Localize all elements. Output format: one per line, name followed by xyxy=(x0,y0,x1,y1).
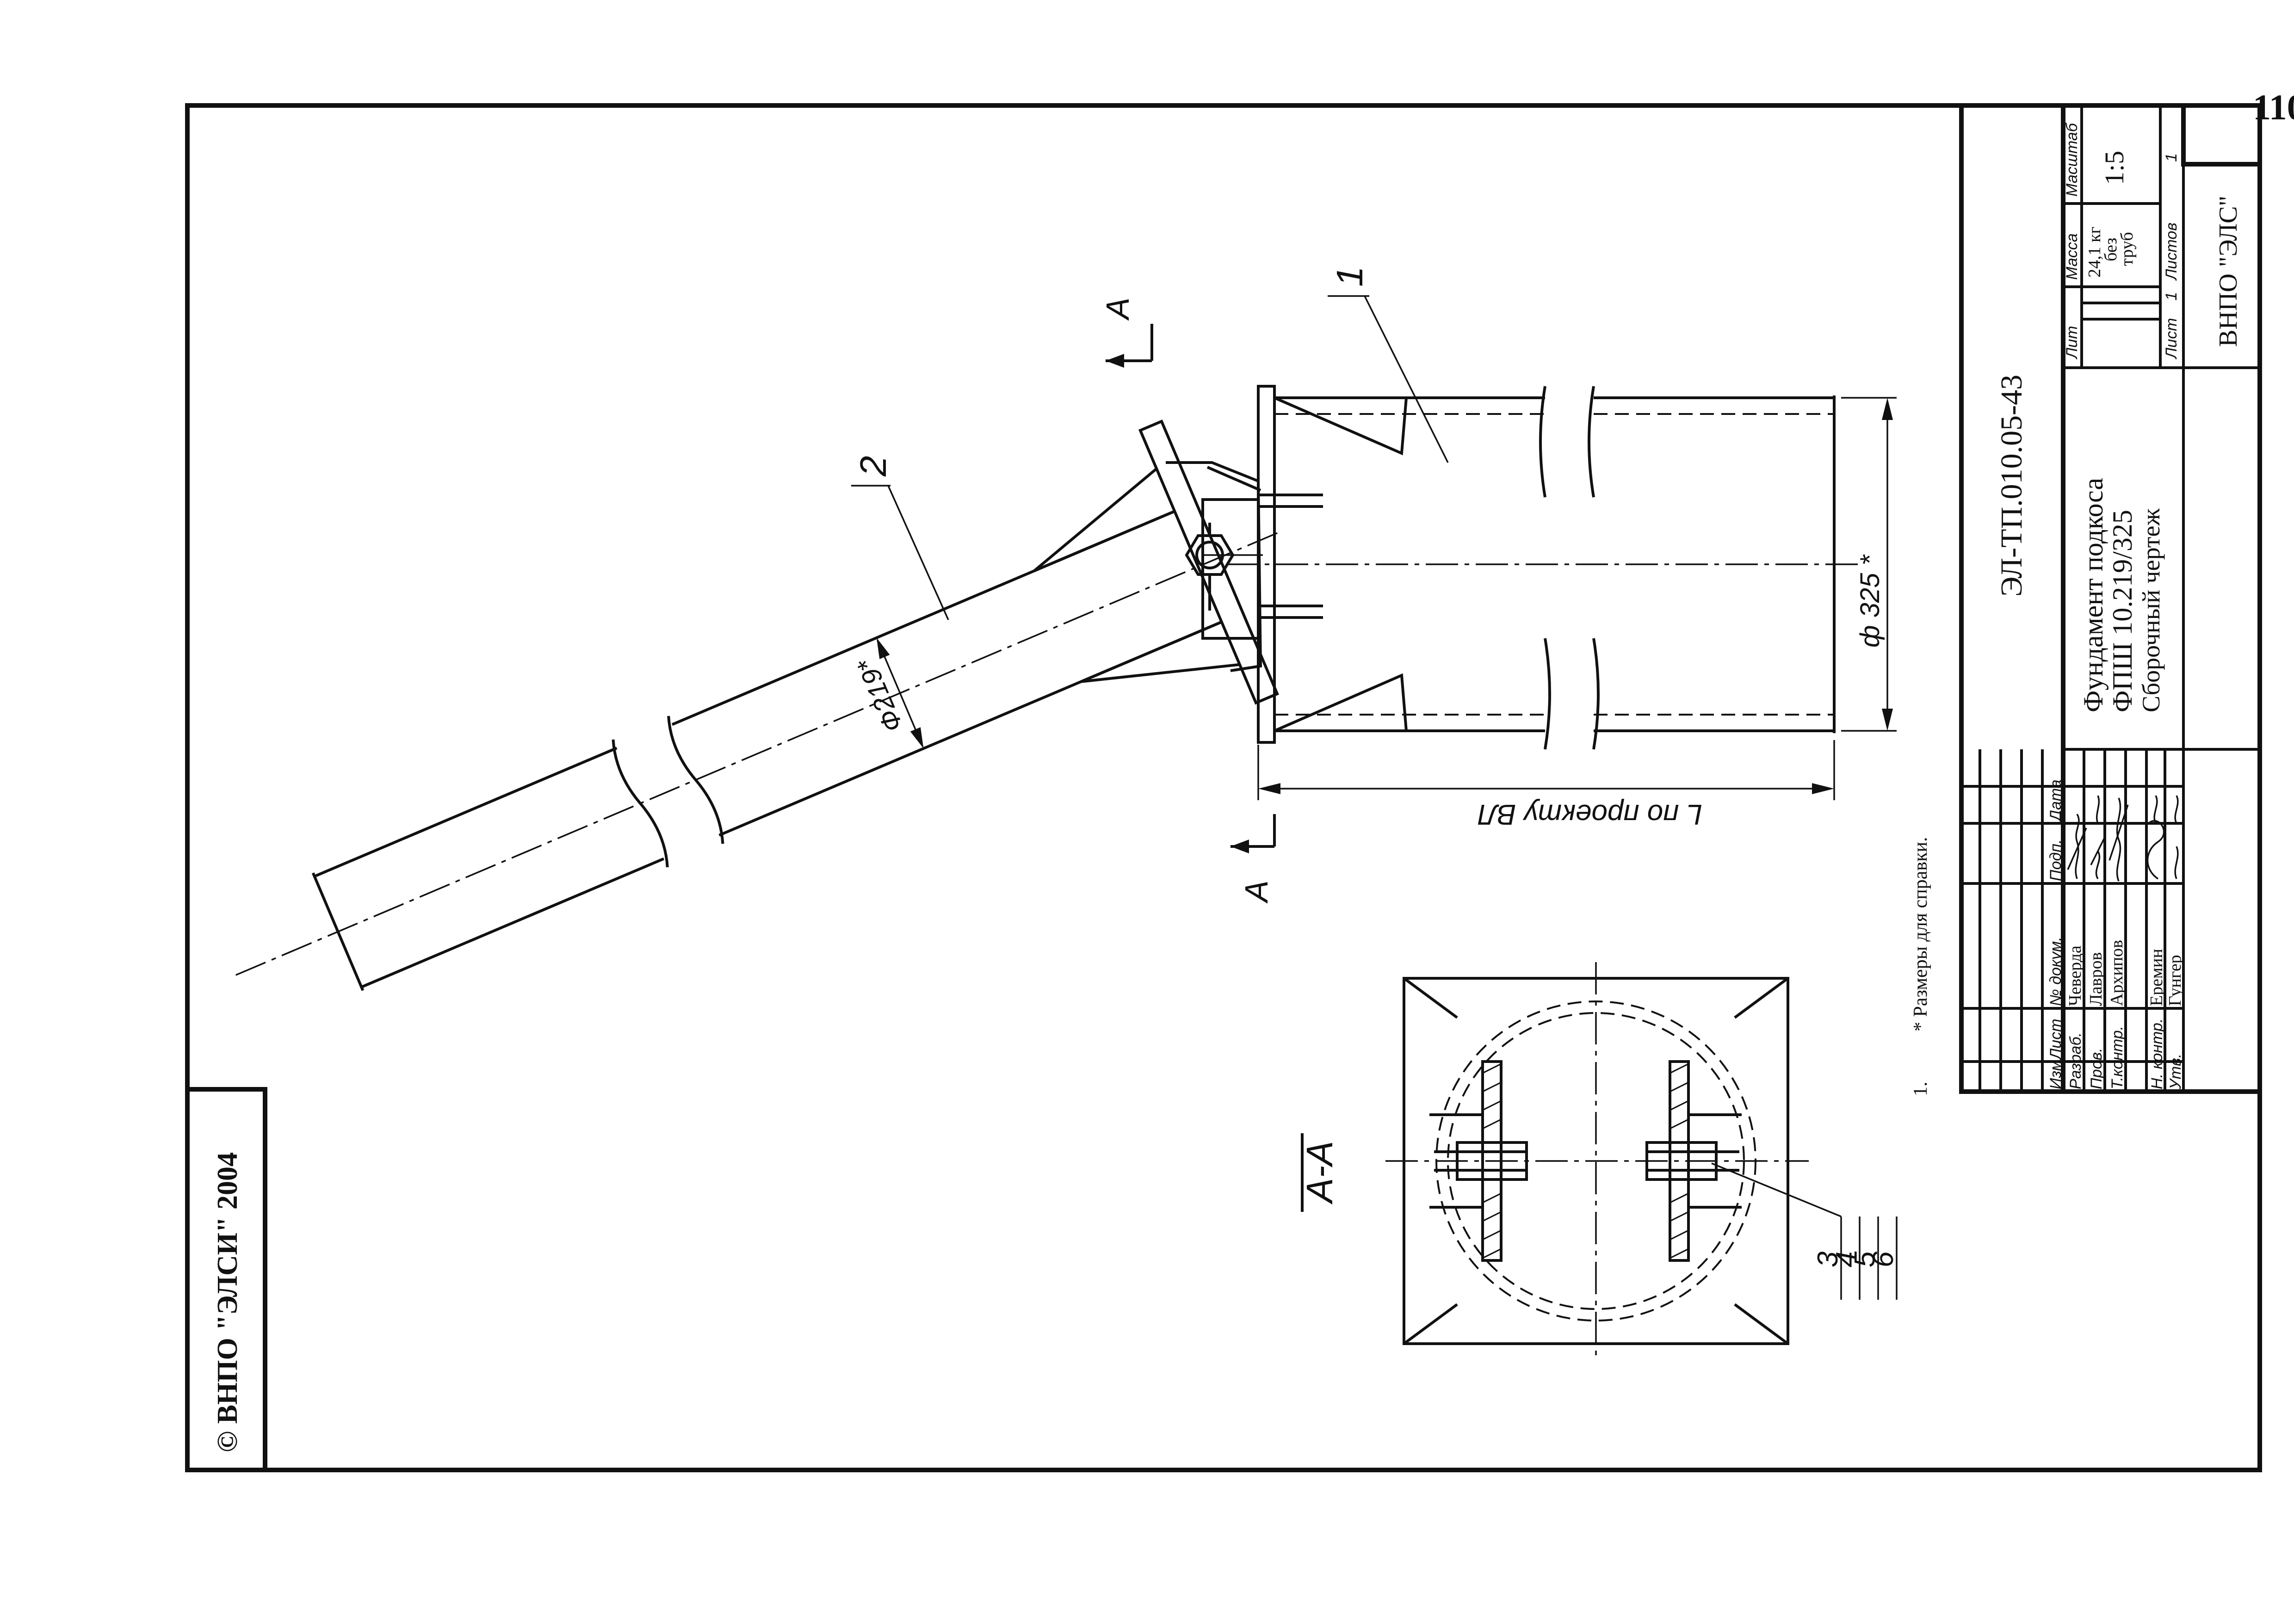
copyright-box: © ВНПО "ЭЛСИ" 2004 xyxy=(185,1087,267,1472)
sheet-value: 1 xyxy=(2163,292,2180,301)
mass-value-3: труб xyxy=(2117,232,2137,266)
hdr-sign: Подп. xyxy=(2047,840,2065,882)
mass-value-2: без xyxy=(2101,238,2121,261)
hdr-doc: № докум. xyxy=(2047,937,2065,1006)
hdr-izm: Изм xyxy=(2047,1060,2065,1089)
dim-pipe-large: ф 325 * xyxy=(1855,554,1885,648)
pos-6-label: 6 xyxy=(1867,1251,1899,1267)
mass-value-1: 24,1 кг xyxy=(2085,227,2104,278)
inclined-pipe: Ф219* xyxy=(235,419,1284,991)
pos-2-label: 2 xyxy=(853,456,894,477)
pos-1-label: 1 xyxy=(1329,266,1370,287)
name-tkontr: Архипов xyxy=(2107,940,2127,1006)
role-tkontr: Т.контр. xyxy=(2109,1026,2126,1089)
role-razrab: Разраб. xyxy=(2067,1032,2084,1089)
scale-value: 1:5 xyxy=(2099,151,2129,185)
notes: 1. * Размеры для справки. xyxy=(1910,837,1931,1096)
pos-3-label: 3 xyxy=(1812,1252,1844,1267)
section-title: А-А xyxy=(1299,1141,1340,1204)
title-line-2: ФПШ 10.219/325 xyxy=(2107,510,2138,712)
section-mark-bottom: А xyxy=(1230,814,1276,904)
position-stack: 3 4 5 6 xyxy=(1812,1216,1899,1300)
sheet-frame xyxy=(185,103,2262,1472)
org-name: ВНПО "ЭЛС" xyxy=(2214,196,2243,347)
foundation-pipe: ф 325 * L по проекту ВЛ xyxy=(1226,385,1897,830)
note-1-number: 1. xyxy=(1910,1082,1931,1097)
sheet-label: Лист xyxy=(2163,318,2180,359)
title-block: Лит Масса Масштаб 24,1 кг без труб 1:5 Л… xyxy=(1959,87,2294,1094)
name-utv: Гунгер xyxy=(2165,955,2185,1006)
section-mark-top: А xyxy=(1100,297,1153,368)
role-utv: Утв. xyxy=(2167,1054,2184,1090)
sheets-value: 1 xyxy=(2163,153,2180,162)
title-line-1: Фундамент подкоса xyxy=(2078,478,2109,712)
role-prov: Пров. xyxy=(2088,1048,2105,1089)
section-mark-top-letter: А xyxy=(1100,297,1136,321)
title-line-3: Сборочный чертеж xyxy=(2137,508,2165,712)
section-a-a-view: А-А xyxy=(1299,962,1842,1360)
section-mark-bottom-letter: А xyxy=(1238,880,1274,904)
col-scale: Масштаб xyxy=(2063,122,2081,197)
pos-5-label: 5 xyxy=(1849,1251,1881,1267)
pos-4-label: 4 xyxy=(1830,1252,1862,1267)
col-mass: Масса xyxy=(2063,233,2081,280)
name-razrab: Чеверда xyxy=(2065,945,2085,1006)
page-number: 110 xyxy=(2253,87,2294,127)
name-nkontr: Еремин xyxy=(2147,949,2166,1006)
hdr-date: Дата xyxy=(2047,779,2065,823)
dim-length: L по проекту ВЛ xyxy=(1478,798,1702,830)
name-prov: Лавров xyxy=(2086,952,2106,1006)
doc-code: ЭЛ-ТП.010.05-43 xyxy=(1995,375,2028,597)
role-nkontr: Н. контр. xyxy=(2148,1019,2166,1089)
sheets-label: Листов xyxy=(2163,222,2180,281)
note-1-text: * Размеры для справки. xyxy=(1910,837,1931,1031)
col-lit: Лит xyxy=(2063,326,2081,359)
position-leaders: 1 2 xyxy=(851,266,1449,620)
copyright-text: © ВНПО "ЭЛСИ" 2004 xyxy=(212,1152,243,1452)
signatures xyxy=(2067,795,2179,882)
hdr-list: Лист xyxy=(2047,1019,2065,1060)
